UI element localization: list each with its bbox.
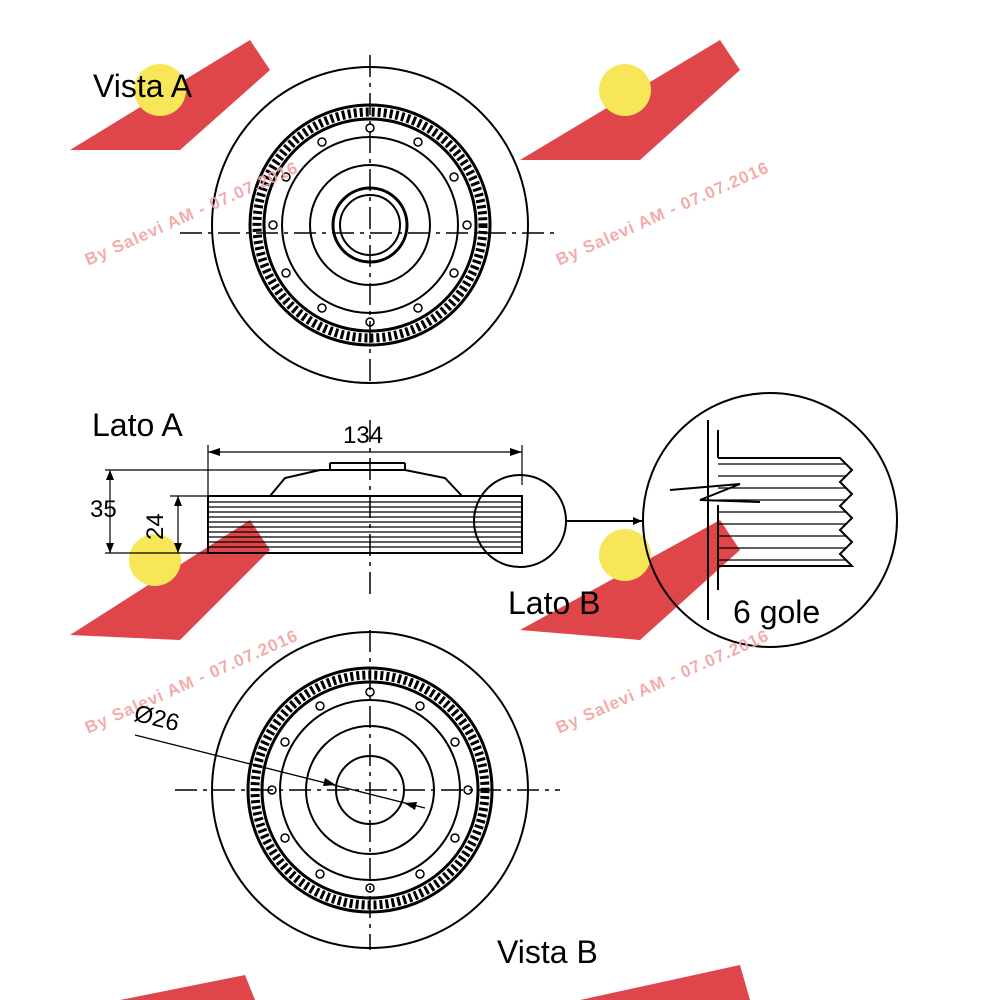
outer-rim-b [211,631,529,949]
diameter-leader [134,734,426,809]
hub-outer [281,136,459,314]
bore [331,186,409,264]
toothed-ring-outer [248,103,492,347]
bolt-holes [268,123,472,327]
vista-b-label: Vista B [497,934,598,970]
watermark-logo-5 [120,965,750,1000]
groove-lines [208,501,522,548]
watermark-logo-2 [520,40,740,160]
pulley-body [207,495,523,554]
grooves-label: 6 gole [733,594,821,630]
watermark-logo-3 [70,520,270,640]
width-dimension-value: 134 [343,422,384,449]
toothed-ring-inner [262,117,478,333]
outer-height-dimension-value: 35 [90,496,117,523]
hub-inner [309,164,431,286]
detail-circle [642,392,898,648]
lato-a-label: Lato A [92,407,183,443]
lato-b-label: Lato B [508,585,601,621]
vista-a-view [180,55,560,385]
watermark-logo-4 [520,520,740,640]
bore-b [335,755,405,825]
bolt-holes-b [267,687,473,893]
bore-inner [339,194,401,256]
watermark-logo-1 [70,40,270,150]
inner-height-dimension-value: 24 [142,513,169,540]
toothed-ring [252,107,488,343]
groove-detail-view [642,392,898,648]
side-view [105,420,642,595]
outer-rim [211,66,529,384]
hub-outer-b [279,699,461,881]
toothed-ring-outer-b [246,666,494,914]
vista-a-label: Vista A [93,68,193,104]
hub-inner-b [305,725,435,855]
toothed-ring-inner-b [260,680,480,900]
toothed-ring-b [250,670,490,910]
vista-b-view [134,630,560,950]
